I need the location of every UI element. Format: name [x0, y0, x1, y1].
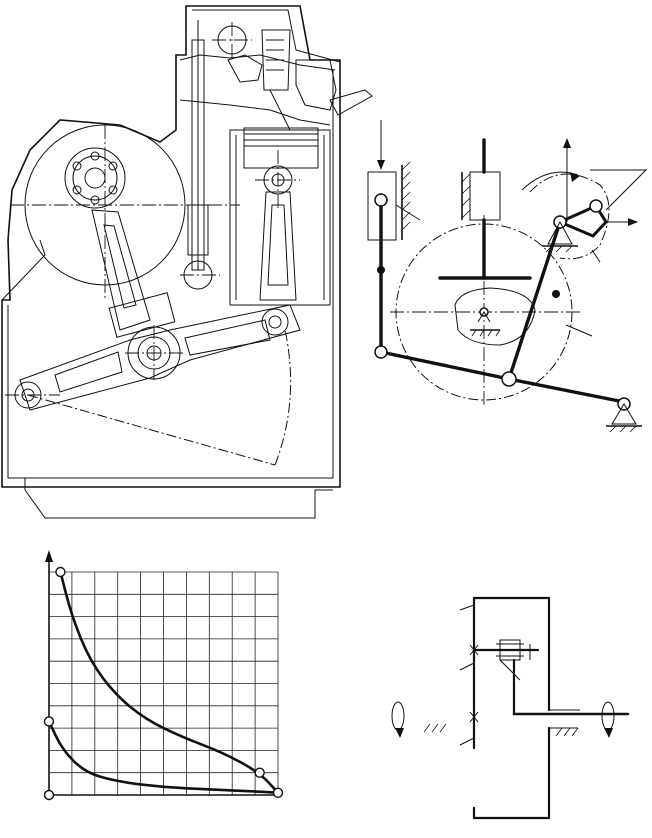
crankcase-outline — [1, 5, 341, 488]
chart-points — [43, 566, 284, 801]
connecting-rod-right — [259, 191, 297, 301]
engine-cross-section — [1, 5, 373, 519]
cycle-point — [272, 787, 284, 798]
input-rotation-icon — [391, 701, 405, 731]
cam — [454, 287, 536, 346]
indicator-diagram — [43, 550, 284, 801]
chart-series — [47, 571, 279, 795]
spark-plug — [329, 89, 373, 116]
chart-grid — [48, 571, 279, 796]
cycle-point — [43, 716, 55, 727]
output-rotation-icon — [601, 701, 615, 731]
expansion-curve — [59, 571, 279, 794]
y-axis-arrow — [45, 550, 53, 562]
connecting-rod-left — [91, 209, 151, 331]
kinematic-scheme — [367, 120, 648, 433]
planet-gear — [499, 639, 521, 661]
cycle-point — [55, 566, 66, 578]
piston — [243, 127, 319, 169]
follower-block — [469, 171, 501, 221]
rocker-lever — [19, 304, 301, 411]
compression-curve — [47, 720, 279, 795]
linkage-bar — [379, 198, 626, 404]
cycle-point — [43, 789, 55, 801]
gear-train-scheme — [391, 596, 630, 820]
cycle-point — [254, 767, 265, 778]
